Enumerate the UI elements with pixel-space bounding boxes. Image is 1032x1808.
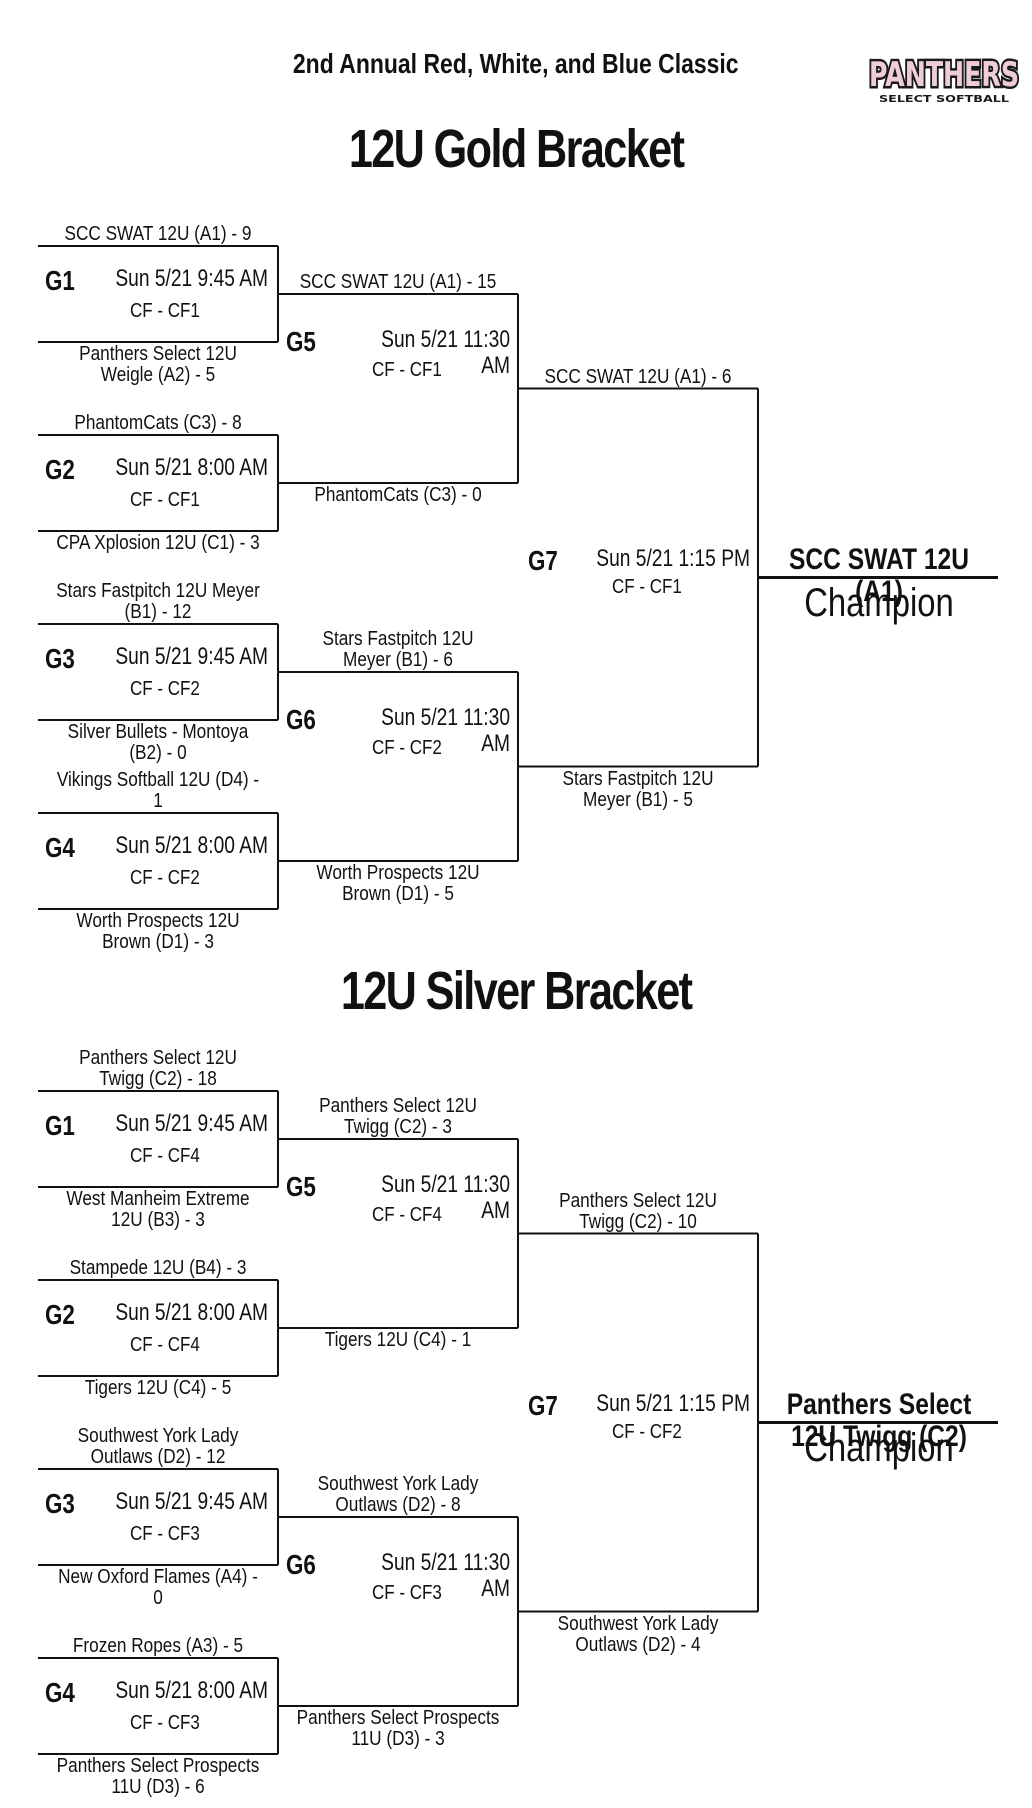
team-label: Worth Prospects 12U Brown (D1) - 5 (316, 862, 480, 905)
game-time: Sun 5/21 11:30 AM (381, 1548, 510, 1602)
team-label: Panthers Select 12U Twigg (C2) - 3 (319, 1095, 477, 1138)
game-time: Sun 5/21 8:00 AM (115, 1299, 268, 1326)
team-label: Tigers 12U (C4) - 1 (324, 1329, 472, 1351)
game-id: G1 (45, 265, 75, 296)
game-id: G5 (286, 325, 316, 357)
game-field: CF - CF1 (372, 358, 442, 381)
bracket-title: 12U Silver Bracket (0, 962, 1032, 1020)
game-field: CF - CF3 (130, 1523, 200, 1545)
team-label: New Oxford Flames (A4) - 0 (58, 1566, 258, 1609)
game-time: Sun 5/21 11:30 AM (381, 703, 510, 757)
game-time: Sun 5/21 9:45 AM (115, 1110, 268, 1137)
game-field: CF - CF3 (130, 1712, 200, 1734)
team-label: Stars Fastpitch 12U Meyer (B1) - 5 (562, 767, 714, 811)
team-label: SCC SWAT 12U (A1) - 6 (544, 365, 732, 388)
game-time: Sun 5/21 9:45 AM (115, 1488, 268, 1515)
team-label: Silver Bullets - Montoya (B2) - 0 (67, 721, 249, 764)
team-label: Frozen Ropes (A3) - 5 (72, 1635, 244, 1657)
event-title: 2nd Annual Red, White, and Blue Classic (293, 48, 739, 79)
game-field: CF - CF2 (130, 678, 200, 700)
team-label: CPA Xplosion 12U (C1) - 3 (56, 532, 260, 554)
game-id: G4 (45, 832, 75, 863)
game-time: Sun 5/21 1:15 PM (596, 1389, 750, 1417)
team-label: Southwest York Lady Outlaws (D2) - 4 (557, 1612, 719, 1656)
team-label: Panthers Select 12U Twigg (C2) - 18 (79, 1047, 237, 1090)
team-label: Stars Fastpitch 12U Meyer (B1) - 6 (322, 628, 474, 671)
game-id: G6 (286, 703, 316, 735)
panthers-logo: PANTHERS PANTHERS SELECT SOFTBALL (867, 53, 1022, 106)
game-field: CF - CF2 (372, 736, 442, 759)
game-time: Sun 5/21 8:00 AM (115, 454, 268, 481)
champion-label: Champion (804, 1425, 954, 1470)
bracket-title-text: 12U Gold Bracket (348, 119, 685, 179)
team-label: West Manheim Extreme 12U (B3) - 3 (66, 1188, 250, 1231)
game-field: CF - CF1 (612, 575, 682, 598)
game-field: CF - CF2 (130, 867, 200, 889)
champion-name: Panthers Select 12U Twigg (C2) (786, 1387, 972, 1453)
game-id: G5 (286, 1170, 316, 1202)
team-label: PhantomCats (C3) - 8 (74, 412, 242, 434)
game-id: G1 (45, 1110, 75, 1141)
game-id: G6 (286, 1548, 316, 1580)
team-label: Southwest York Lady Outlaws (D2) - 8 (317, 1473, 479, 1516)
team-label: Panthers Select 12U Weigle (A2) - 5 (79, 343, 237, 386)
game-id: G7 (528, 544, 558, 576)
game-time: Sun 5/21 11:30 AM (381, 325, 510, 379)
game-id: G3 (45, 643, 75, 674)
team-label: Stars Fastpitch 12U Meyer (B1) - 12 (56, 580, 260, 623)
game-field: CF - CF4 (130, 1145, 200, 1167)
svg-text:PANTHERS: PANTHERS (869, 55, 1019, 95)
team-label: Vikings Softball 12U (D4) - 1 (56, 769, 260, 812)
team-label: SCC SWAT 12U (A1) - 15 (299, 271, 497, 293)
game-id: G7 (528, 1389, 558, 1421)
team-label: Panthers Select Prospects 11U (D3) - 6 (56, 1755, 260, 1798)
svg-text:SELECT SOFTBALL: SELECT SOFTBALL (879, 94, 1010, 105)
game-time: Sun 5/21 11:30 AM (381, 1170, 510, 1224)
team-label: PhantomCats (C3) - 0 (314, 484, 482, 506)
svg-text:PANTHERS: PANTHERS (869, 55, 1019, 95)
team-label: Worth Prospects 12U Brown (D1) - 3 (76, 910, 240, 953)
team-label: Southwest York Lady Outlaws (D2) - 12 (77, 1425, 239, 1468)
game-id: G2 (45, 1299, 75, 1330)
bracket-title-text: 12U Silver Bracket (340, 961, 693, 1021)
champion-label: Champion (804, 580, 954, 625)
team-label: Tigers 12U (C4) - 5 (84, 1377, 232, 1399)
team-label: Panthers Select Prospects 11U (D3) - 3 (296, 1707, 500, 1750)
game-id: G2 (45, 454, 75, 485)
game-field: CF - CF1 (130, 300, 200, 322)
team-label: Panthers Select 12U Twigg (C2) - 10 (559, 1189, 717, 1233)
bracket-title: 12U Gold Bracket (0, 120, 1032, 178)
game-time: Sun 5/21 1:15 PM (596, 544, 750, 572)
game-id: G3 (45, 1488, 75, 1519)
game-field: CF - CF2 (612, 1420, 682, 1443)
game-field: CF - CF3 (372, 1581, 442, 1604)
team-label: SCC SWAT 12U (A1) - 9 (64, 223, 252, 245)
game-time: Sun 5/21 8:00 AM (115, 1677, 268, 1704)
team-label: Stampede 12U (B4) - 3 (69, 1257, 247, 1279)
champion-name: SCC SWAT 12U (A1) (789, 542, 969, 608)
game-field: CF - CF4 (372, 1203, 442, 1226)
game-id: G4 (45, 1677, 75, 1708)
game-field: CF - CF1 (130, 489, 200, 511)
game-time: Sun 5/21 9:45 AM (115, 643, 268, 670)
game-time: Sun 5/21 9:45 AM (115, 265, 268, 292)
game-time: Sun 5/21 8:00 AM (115, 832, 268, 859)
game-field: CF - CF4 (130, 1334, 200, 1356)
